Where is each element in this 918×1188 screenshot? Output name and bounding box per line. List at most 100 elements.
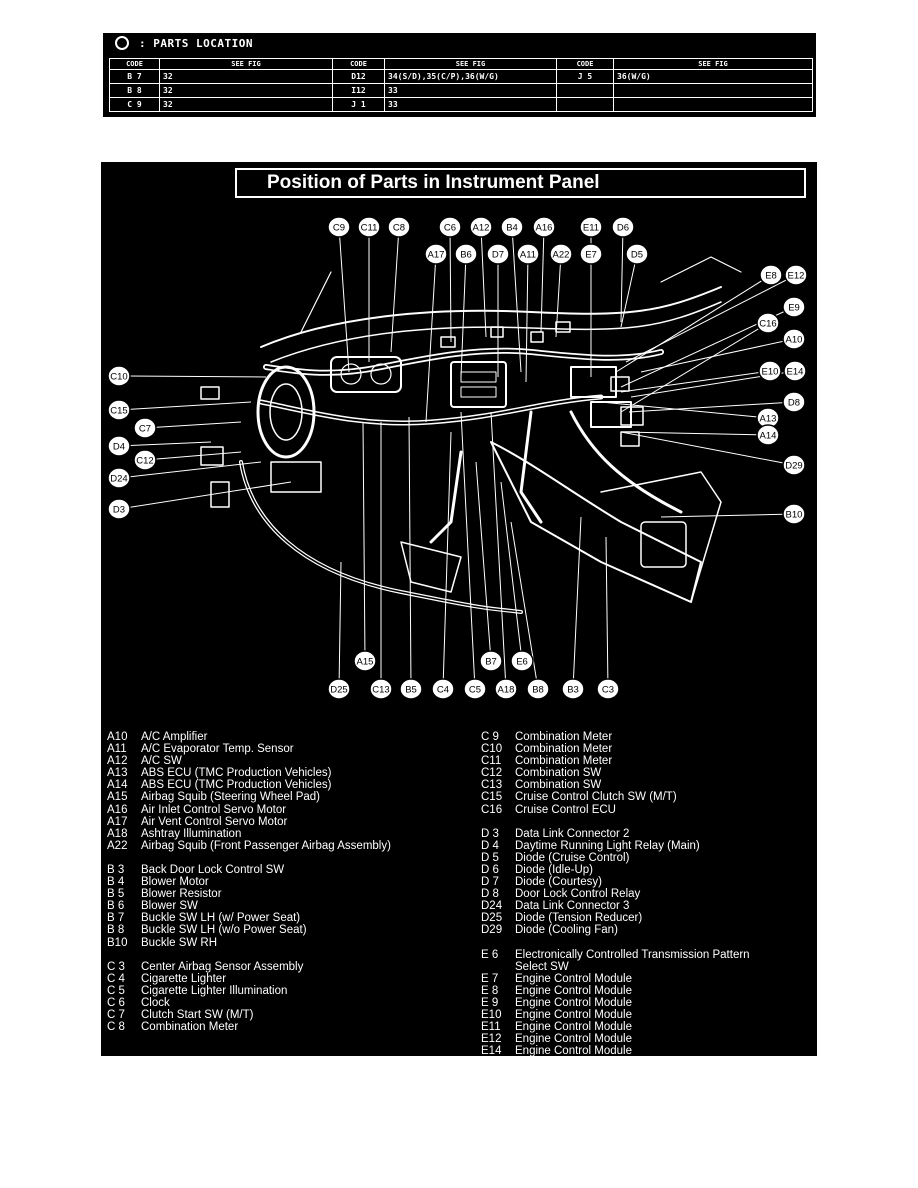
- circle-icon: [115, 36, 129, 50]
- legend-code: A13: [107, 767, 128, 780]
- callout-a12: A12: [469, 216, 493, 238]
- callout-text: C16: [759, 319, 776, 330]
- callout-circle: [107, 498, 131, 520]
- callout-a16: A16: [532, 216, 556, 238]
- callout-circle: [500, 216, 524, 238]
- table-cell: [613, 97, 813, 112]
- table-row: B 7 32 D12 34(S/D),35(C/P),36(W/G) J 5 3…: [109, 69, 813, 84]
- callout-text: C3: [602, 685, 614, 696]
- table-cell: D12: [332, 69, 385, 84]
- header-cell: SEE FIG: [159, 58, 333, 70]
- callout-text: E10: [762, 367, 779, 378]
- header-cell: SEE FIG: [384, 58, 557, 70]
- leader-line-d6: [620, 226, 624, 323]
- legend-name: Data Link Connector 3: [515, 900, 630, 913]
- callout-text: A11: [520, 250, 536, 261]
- callout-circle: [431, 678, 455, 700]
- callout-text: D25: [330, 685, 347, 696]
- legend-name: Engine Control Module: [515, 1033, 632, 1046]
- legend-item: D24 Data Link Connector 3: [481, 900, 750, 912]
- legend-code: A11: [107, 743, 127, 756]
- callout-b4: B4: [500, 216, 524, 238]
- callout-circle: [107, 365, 131, 387]
- callout-d7: D7: [486, 243, 510, 265]
- legend-name: Cigarette Lighter Illumination: [141, 984, 288, 997]
- legend-code: A12: [107, 755, 128, 768]
- leader-line-a10: [640, 338, 795, 373]
- callout-text: C13: [372, 685, 389, 696]
- leader-line-a16: [540, 226, 545, 333]
- header-cell: CODE: [332, 58, 385, 70]
- callout-c9: C9: [327, 216, 351, 238]
- callout-text: E11: [583, 223, 599, 234]
- leader-line-b3: [572, 516, 582, 690]
- legend-code: D 4: [481, 839, 499, 852]
- callout-circle: [579, 243, 603, 265]
- leader-line-e10: [620, 370, 771, 393]
- callout-c7: C7: [133, 417, 157, 439]
- leader-line-d25: [338, 561, 342, 690]
- legend-name: Buckle SW LH (w/o Power Seat): [141, 924, 307, 937]
- callout-a22: A22: [549, 243, 573, 265]
- leader-line-d5: [620, 253, 638, 328]
- leader-line-c7: [144, 421, 242, 429]
- legend-name: Door Lock Control Relay: [515, 888, 641, 901]
- parts-location-title: : PARTS LOCATION: [139, 36, 253, 50]
- callout-text: A15: [357, 657, 374, 668]
- leader-line-a14: [620, 431, 769, 436]
- legend-item: E12 Engine Control Module: [481, 1033, 750, 1045]
- callout-text: A13: [760, 414, 777, 425]
- legend-code: E14: [481, 1045, 502, 1058]
- callout-c8: C8: [387, 216, 411, 238]
- callout-d8: D8: [782, 391, 806, 413]
- callout-circle: [625, 243, 649, 265]
- callout-a15: A15: [353, 650, 377, 672]
- table-cell: 33: [384, 83, 557, 98]
- callout-circle: [486, 243, 510, 265]
- legend-code: A18: [107, 827, 128, 840]
- legend-code: E12: [481, 1033, 502, 1046]
- callout-text: C8: [393, 223, 405, 234]
- callout-b8: B8: [526, 678, 550, 700]
- callout-circle: [454, 243, 478, 265]
- callout-circle: [756, 312, 780, 334]
- callout-text: D24: [110, 474, 127, 485]
- callout-d24: D24: [107, 467, 131, 489]
- leader-line-a12: [480, 226, 487, 338]
- legend-code: D24: [481, 900, 503, 913]
- legend-name: Engine Control Module: [515, 972, 632, 985]
- callout-c15: C15: [107, 399, 131, 421]
- legend-code: D 7: [481, 876, 499, 889]
- table-cell: 34(S/D),35(C/P),36(W/G): [384, 69, 557, 84]
- callout-circle: [424, 243, 448, 265]
- legend-code: C13: [481, 779, 503, 792]
- callout-text: A16: [536, 223, 553, 234]
- callout-b7: B7: [479, 650, 503, 672]
- callout-text: C4: [437, 685, 449, 696]
- table-cell: I12: [332, 83, 385, 98]
- callout-c13: C13: [369, 678, 393, 700]
- callout-e11: E11: [579, 216, 603, 238]
- callout-a14: A14: [756, 424, 780, 446]
- legend-code: E 9: [481, 996, 499, 1009]
- legend-code: B 3: [107, 863, 125, 876]
- callout-text: E14: [787, 367, 804, 378]
- callout-d29: D29: [782, 454, 806, 476]
